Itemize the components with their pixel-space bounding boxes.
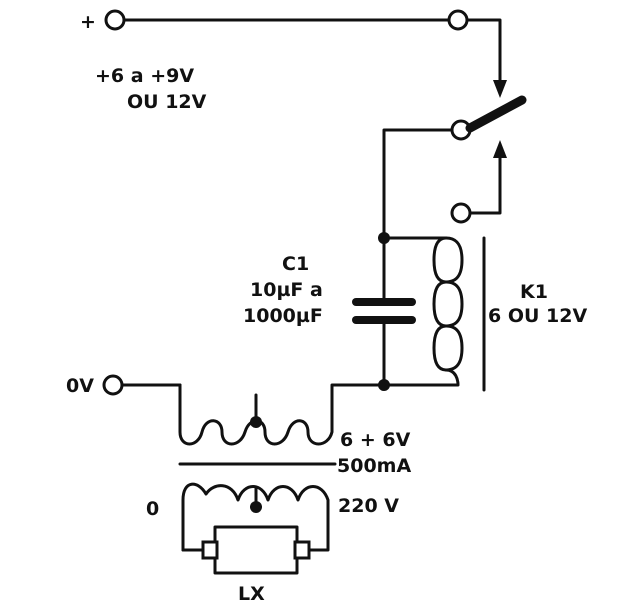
secondary-current: 500mA [337, 455, 411, 477]
switch-input-terminal [447, 9, 469, 31]
lamp-left-cap [201, 540, 219, 560]
relay-contact-blade [465, 95, 527, 133]
zero-volt-label: 0V [66, 375, 94, 397]
plus-terminal [104, 9, 126, 31]
switch-input-wire [465, 18, 502, 92]
capacitor-name: C1 [282, 253, 309, 275]
zero-volt-terminal [102, 374, 124, 396]
mains-zero-label: 0 [146, 498, 159, 520]
capacitor-value-line1: 10µF a [250, 279, 323, 301]
supply-voltage-line2: OU 12V [127, 91, 207, 113]
arrow-up-icon [493, 140, 507, 158]
lamp-right-cap [293, 540, 311, 560]
plus-terminal-label: + [80, 11, 96, 33]
primary-voltage: 220 V [338, 495, 399, 517]
relay-nc-terminal [450, 202, 472, 224]
relay-nc-wire [468, 146, 502, 215]
secondary-voltage: 6 + 6V [340, 429, 411, 451]
relay-name: K1 [520, 281, 548, 303]
relay-coil [382, 236, 460, 387]
relay-voltage: 6 OU 12V [488, 305, 587, 327]
relay-common-wire [382, 128, 454, 240]
relay-coil-outer [444, 236, 464, 372]
capacitor-value-line2: 1000µF [243, 305, 323, 327]
arrow-down-icon [493, 80, 507, 98]
secondary-center-tap-dot [250, 416, 262, 428]
primary-center-tap-dot [250, 501, 262, 513]
lamp-body [213, 525, 299, 575]
lamp-name: LX [238, 583, 265, 604]
supply-voltage-line1: +6 a +9V [95, 65, 194, 87]
